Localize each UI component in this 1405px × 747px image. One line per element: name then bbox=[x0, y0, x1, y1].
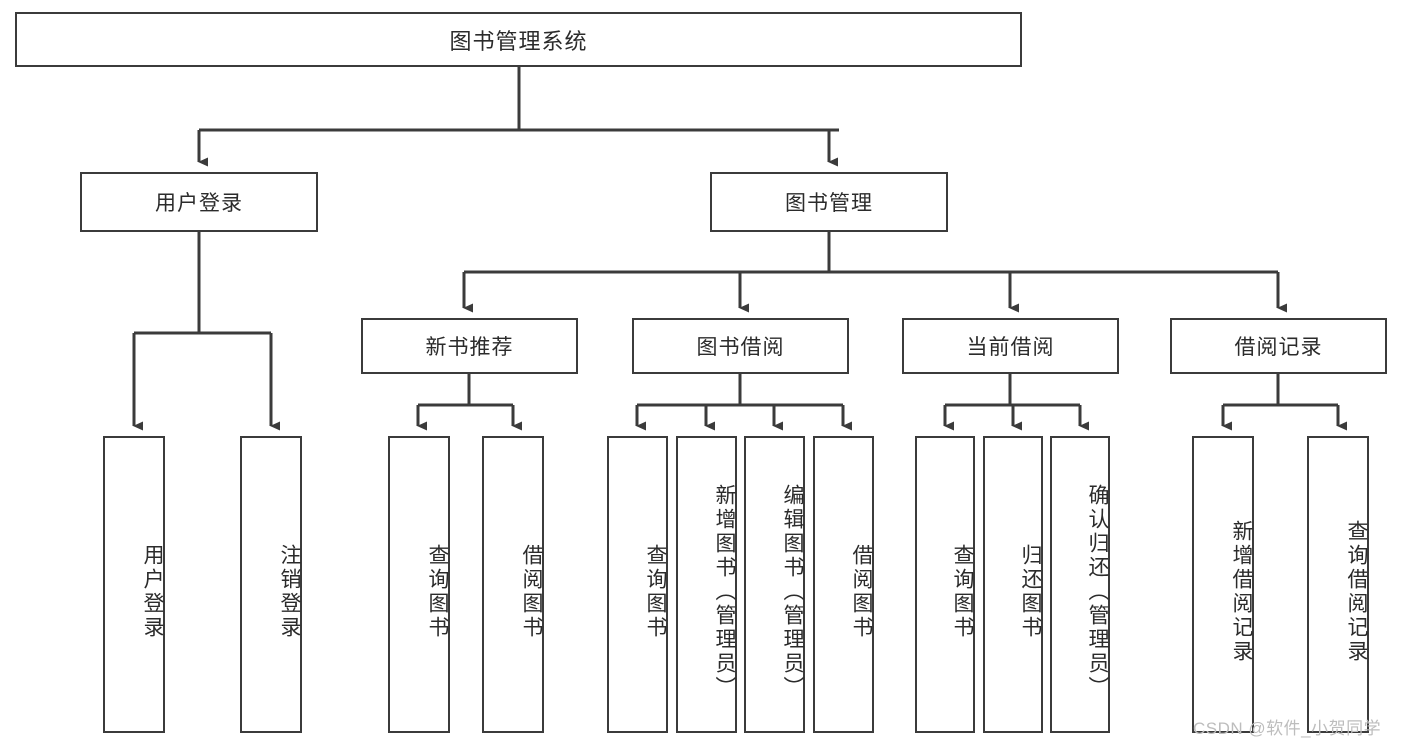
leaf-return-book[interactable]: 归还图书 bbox=[983, 436, 1043, 733]
node-label: 注销登录 bbox=[278, 543, 301, 640]
leaf-logout[interactable]: 注销登录 bbox=[240, 436, 302, 733]
node-label: 确认归还（管理员） bbox=[1086, 483, 1109, 700]
leaf-query-borrow-record[interactable]: 查询借阅记录 bbox=[1307, 436, 1369, 733]
node-label: 查询图书 bbox=[951, 543, 974, 640]
leaf-query-book-current[interactable]: 查询图书 bbox=[915, 436, 975, 733]
leaf-confirm-return-admin[interactable]: 确认归还（管理员） bbox=[1050, 436, 1110, 733]
node-label: 当前借阅 bbox=[966, 336, 1055, 359]
node-label: 查询借阅记录 bbox=[1345, 519, 1368, 664]
node-new-book-recommend[interactable]: 新书推荐 bbox=[361, 318, 578, 374]
leaf-user-login[interactable]: 用户登录 bbox=[103, 436, 165, 733]
node-label: 图书管理 bbox=[785, 192, 873, 215]
node-label: 图书管理系统 bbox=[449, 28, 588, 54]
node-label: 新增图书（管理员） bbox=[713, 483, 736, 700]
node-label: 查询图书 bbox=[426, 543, 449, 640]
node-user-login[interactable]: 用户登录 bbox=[80, 172, 318, 232]
node-label: 新增借阅记录 bbox=[1230, 519, 1253, 664]
leaf-borrow-book-recommend[interactable]: 借阅图书 bbox=[482, 436, 544, 733]
node-label: 编辑图书（管理员） bbox=[781, 483, 804, 700]
leaf-add-book-admin[interactable]: 新增图书（管理员） bbox=[676, 436, 737, 733]
node-label: 借阅记录 bbox=[1234, 336, 1323, 359]
node-label: 用户登录 bbox=[155, 192, 243, 215]
node-borrow-record[interactable]: 借阅记录 bbox=[1170, 318, 1387, 374]
node-label: 借阅图书 bbox=[850, 543, 873, 640]
node-root-图书管理系统[interactable]: 图书管理系统 bbox=[15, 12, 1022, 67]
node-label: 归还图书 bbox=[1019, 543, 1042, 640]
node-label: 查询图书 bbox=[644, 543, 667, 640]
leaf-borrow-book[interactable]: 借阅图书 bbox=[813, 436, 874, 733]
node-book-borrow[interactable]: 图书借阅 bbox=[632, 318, 849, 374]
leaf-query-book-borrow[interactable]: 查询图书 bbox=[607, 436, 668, 733]
watermark-text: CSDN @软件_小贺同学 bbox=[1193, 719, 1382, 738]
leaf-query-book-recommend[interactable]: 查询图书 bbox=[388, 436, 450, 733]
node-book-management[interactable]: 图书管理 bbox=[710, 172, 948, 232]
node-current-borrow[interactable]: 当前借阅 bbox=[902, 318, 1119, 374]
node-label: 借阅图书 bbox=[520, 543, 543, 640]
node-label: 图书借阅 bbox=[696, 336, 785, 359]
leaf-add-borrow-record[interactable]: 新增借阅记录 bbox=[1192, 436, 1254, 733]
node-label: 新书推荐 bbox=[425, 336, 514, 359]
node-label: 用户登录 bbox=[141, 543, 164, 640]
leaf-edit-book-admin[interactable]: 编辑图书（管理员） bbox=[744, 436, 805, 733]
